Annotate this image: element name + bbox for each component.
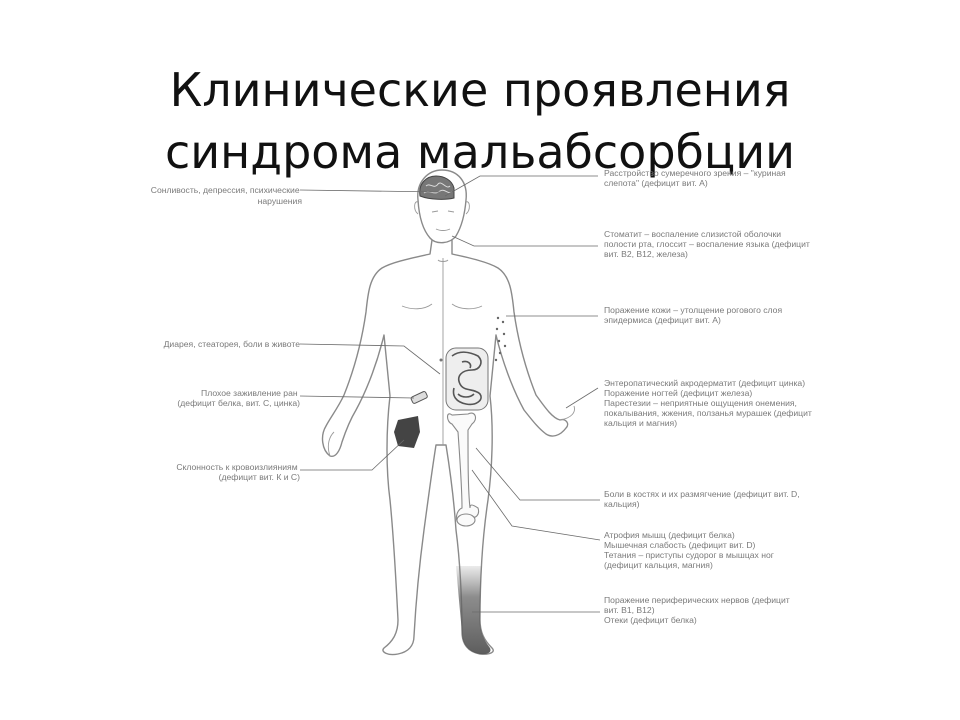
left-labels: Сонливость, депрессия, психические наруш… [151, 185, 303, 482]
head-outline [417, 169, 467, 244]
label-night-blindness: Расстройство сумеречного зрения – "курин… [604, 168, 788, 188]
body-outline [321, 239, 569, 656]
label-skin-lesion: Поражение кожи – утолщение рогового слоя… [604, 305, 784, 325]
label-bone-pain: Боли в костях и их размягчение (дефицит … [604, 489, 802, 509]
label-muscle-atrophy: Атрофия мышц (дефицит белка) Мышечная сл… [604, 530, 776, 570]
lower-leg-shading [456, 566, 491, 655]
label-diarrhea: Диарея, стеаторея, боли в животе [164, 339, 301, 349]
title-line-2: синдрома мальабсорбции [165, 124, 795, 179]
label-poor-healing: Плохое заживление ран (дефицит белка, ви… [177, 388, 300, 408]
label-drowsiness: Сонливость, депрессия, психические наруш… [151, 185, 303, 206]
label-acrodermatitis: Энтеропатический акродерматит (дефицит ц… [604, 378, 814, 428]
bruise-mark [394, 416, 420, 448]
leader-lines [299, 175, 601, 613]
label-hemorrhage: Склонность к кровоизлияниям (дефицит вит… [176, 462, 300, 482]
intestine-icon [445, 347, 489, 411]
label-stomatitis: Стоматит – воспаление слизистой оболочки… [604, 229, 812, 259]
slide-title: Клинические проявления синдрома мальабсо… [0, 59, 960, 183]
title-line-1: Клинические проявления [169, 62, 791, 117]
human-figure [321, 169, 575, 656]
leg-bone-icon [446, 412, 480, 527]
brain-icon [419, 175, 455, 200]
right-labels: Расстройство сумеречного зрения – "курин… [604, 168, 814, 625]
label-peripheral-nerves: Поражение периферических нервов (дефицит… [604, 595, 792, 625]
